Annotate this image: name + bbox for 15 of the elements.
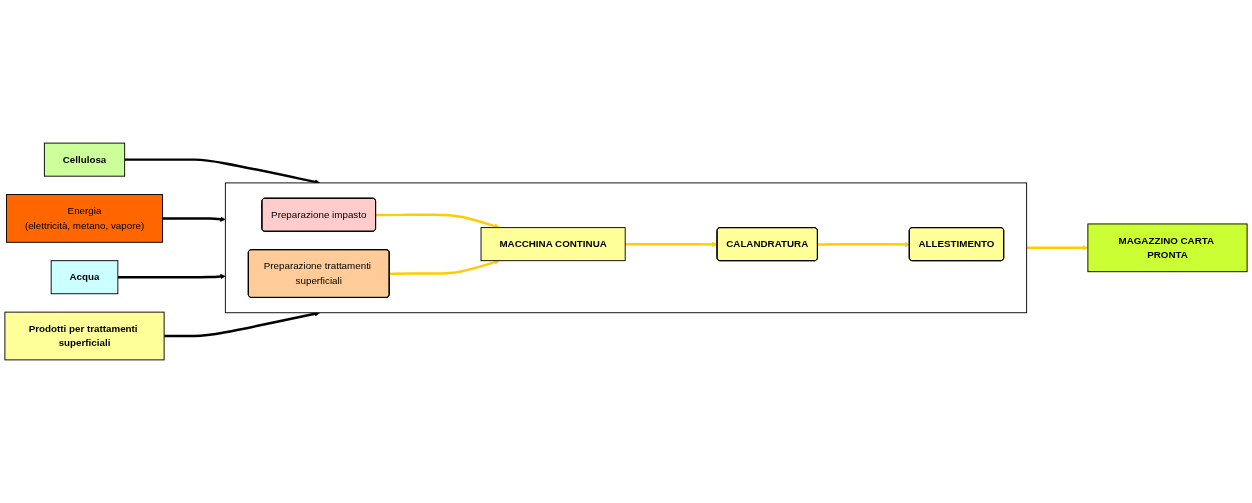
node-box: Cellulosa [43, 142, 126, 177]
node-box: Acqua [50, 260, 119, 295]
arrow [164, 311, 321, 338]
node-box: Prodotti per trattamenti superficiali [4, 311, 165, 361]
arrow [389, 259, 500, 276]
node-box: Energia (elettricità, metano, vapore) [6, 194, 163, 243]
arrow [625, 241, 718, 248]
arrow [1026, 245, 1089, 251]
node-box: MAGAZZINO CARTA PRONTA [1087, 223, 1248, 273]
arrow [375, 213, 500, 229]
node-box: MACCHINA CONTINUA [480, 227, 626, 262]
arrow [162, 216, 226, 222]
cluster [224, 182, 1028, 314]
arrow [817, 241, 910, 248]
arrow [117, 273, 226, 280]
